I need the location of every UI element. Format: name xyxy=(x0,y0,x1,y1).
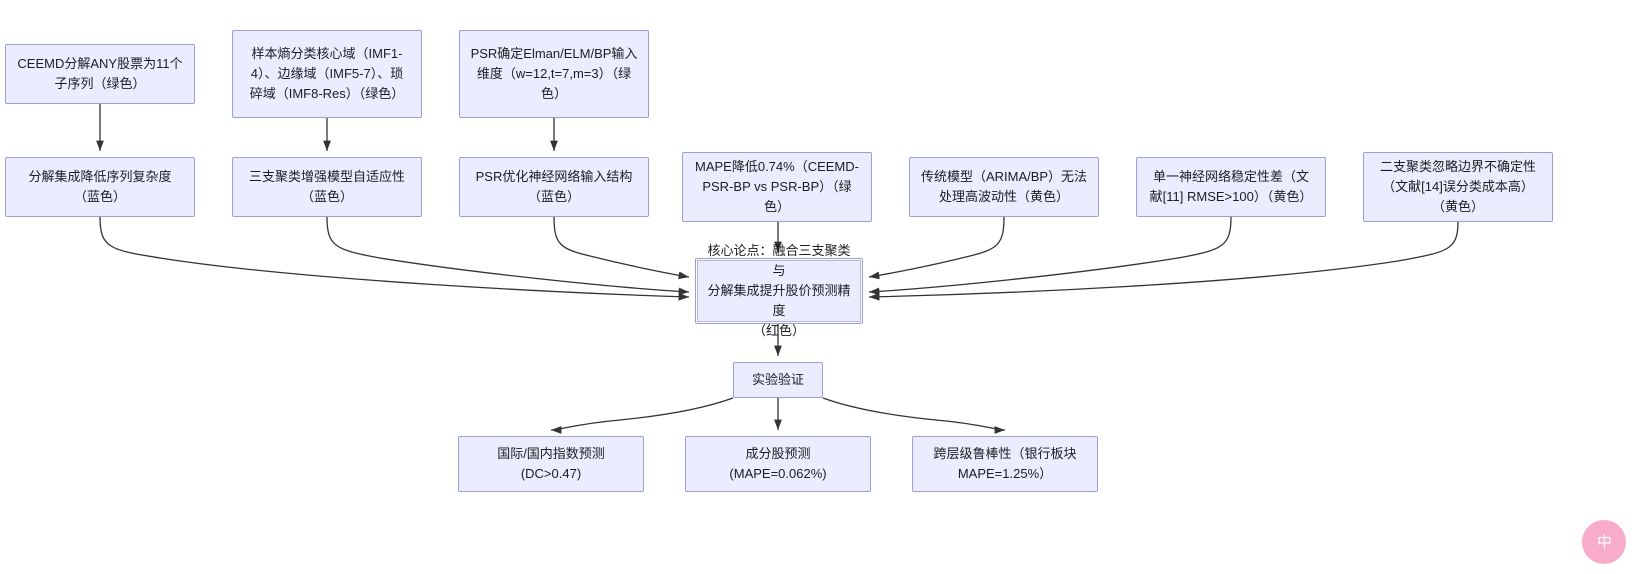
node-label: PSR确定Elman/ELM/BP输入 维度（w=12,t=7,m=3）（绿 色… xyxy=(470,45,638,102)
edge-traditional-to-core xyxy=(868,216,1005,280)
edge-singlenn-to-core xyxy=(868,216,1232,296)
edge-twoway-to-core xyxy=(868,221,1459,301)
node-cross-level-robustness-result[interactable]: 跨层级鲁棒性（银行板块 MAPE=1.25%） xyxy=(912,436,1098,492)
node-ceemd-decomposition[interactable]: CEEMD分解ANY股票为11个 子序列（绿色） xyxy=(5,44,195,104)
node-label: CEEMD分解ANY股票为11个 子序列（绿色） xyxy=(17,55,183,91)
edge-structure-to-core xyxy=(553,216,690,280)
edge-complexity-to-core xyxy=(99,216,690,301)
node-label: 三支聚类增强模型自适应性 （蓝色） xyxy=(248,168,405,204)
node-single-network-instability[interactable]: 单一神经网络稳定性差（文 献[11] RMSE>100）（黄色） xyxy=(1136,157,1326,217)
ime-badge-text: 中 xyxy=(1596,533,1612,551)
node-label: 传统模型（ARIMA/BP）无法 处理高波动性（黄色） xyxy=(920,168,1088,204)
node-index-forecast-result[interactable]: 国际/国内指数预测 (DC>0.47) xyxy=(458,436,644,492)
node-core-claim[interactable]: 核心论点：融合三支聚类与 分解集成提升股价预测精度 （红色） xyxy=(695,243,863,338)
ime-language-badge: 中 xyxy=(1582,520,1626,564)
node-label: MAPE降低0.74%（CEEMD- PSR-BP vs PSR-BP）（绿 色… xyxy=(695,158,859,215)
node-label: 分解集成降低序列复杂度 （蓝色） xyxy=(28,168,172,204)
node-label: 跨层级鲁棒性（银行板块 MAPE=1.25%） xyxy=(933,445,1077,481)
node-reduce-sequence-complexity[interactable]: 分解集成降低序列复杂度 （蓝色） xyxy=(5,157,195,217)
node-label: 实验验证 xyxy=(751,371,804,387)
node-label: 样本熵分类核心域（IMF1- 4）、边缘域（IMF5-7）、琐 碎域（IMF8-… xyxy=(249,45,405,102)
edge-experiment-to-index xyxy=(550,397,734,434)
node-label: 核心论点：融合三支聚类与 分解集成提升股价预测精度 （红色） xyxy=(707,242,851,339)
node-sample-entropy-classification[interactable]: 样本熵分类核心域（IMF1- 4）、边缘域（IMF5-7）、琐 碎域（IMF8-… xyxy=(232,30,422,118)
node-label: 国际/国内指数预测 (DC>0.47) xyxy=(497,445,605,481)
node-label: 成分股预测 (MAPE=0.062%) xyxy=(729,445,827,481)
node-three-way-clustering-adaptivity[interactable]: 三支聚类增强模型自适应性 （蓝色） xyxy=(232,157,422,217)
node-label: 二支聚类忽略边界不确定性 （文献[14]误分类成本高） （黄色） xyxy=(1379,158,1536,215)
node-constituent-stock-forecast-result[interactable]: 成分股预测 (MAPE=0.062%) xyxy=(685,436,871,492)
node-traditional-model-limitation[interactable]: 传统模型（ARIMA/BP）无法 处理高波动性（黄色） xyxy=(909,157,1099,217)
node-psr-optimize-network-structure[interactable]: PSR优化神经网络输入结构 （蓝色） xyxy=(459,157,649,217)
node-two-way-clustering-boundary[interactable]: 二支聚类忽略边界不确定性 （文献[14]误分类成本高） （黄色） xyxy=(1363,152,1553,222)
node-label: 单一神经网络稳定性差（文 献[11] RMSE>100）（黄色） xyxy=(1149,168,1313,204)
edge-adaptive-to-core xyxy=(326,216,690,296)
edge-experiment-to-robust xyxy=(822,397,1006,434)
node-experimental-validation[interactable]: 实验验证 xyxy=(733,362,823,398)
node-label: PSR优化神经网络输入结构 （蓝色） xyxy=(475,168,633,204)
node-psr-input-dimension[interactable]: PSR确定Elman/ELM/BP输入 维度（w=12,t=7,m=3）（绿 色… xyxy=(459,30,649,118)
node-mape-improvement[interactable]: MAPE降低0.74%（CEEMD- PSR-BP vs PSR-BP）（绿 色… xyxy=(682,152,872,222)
